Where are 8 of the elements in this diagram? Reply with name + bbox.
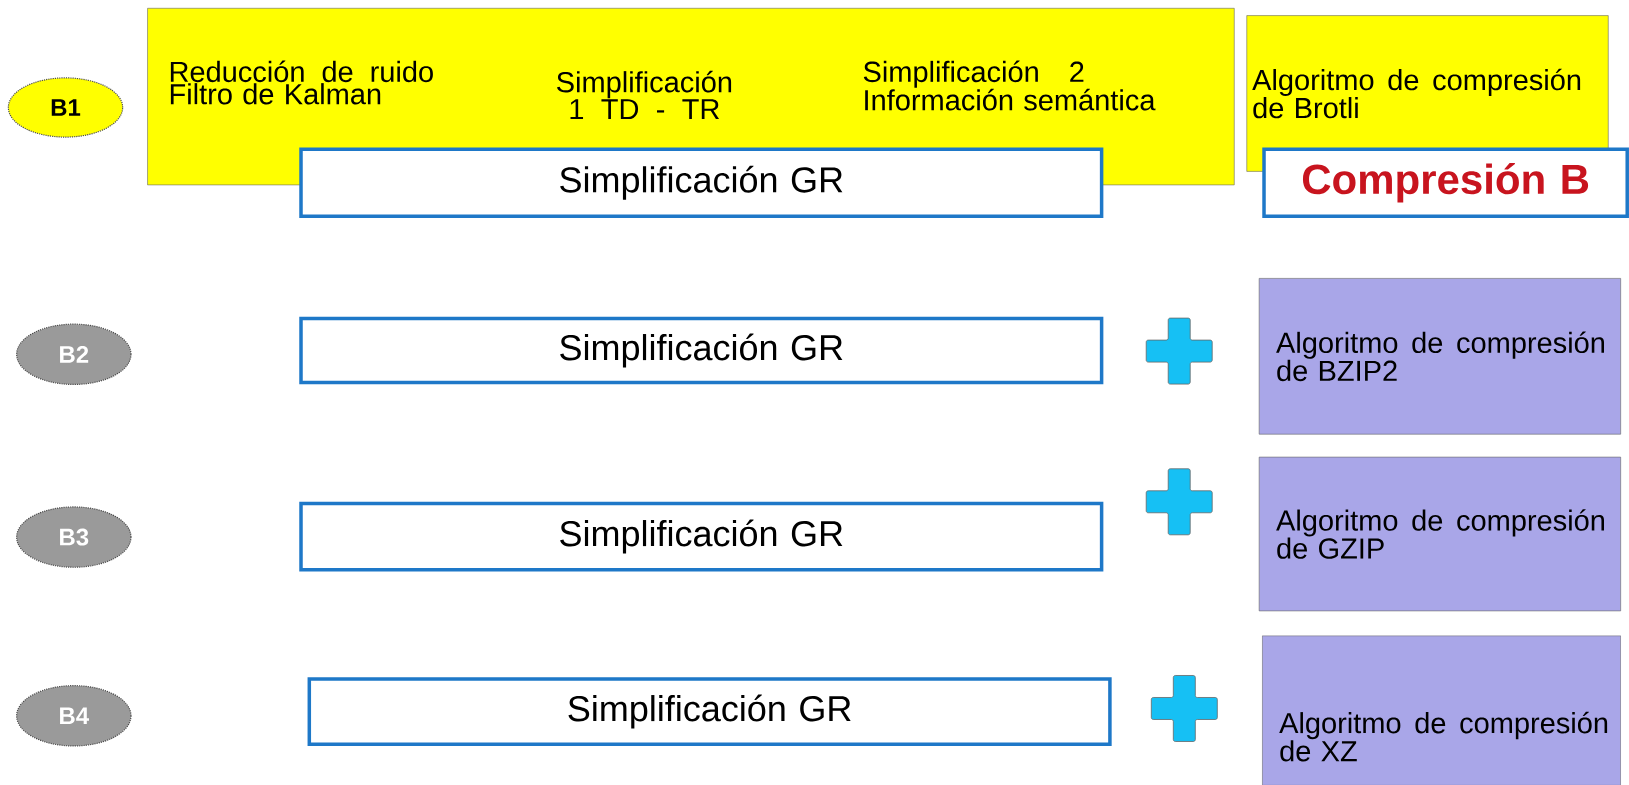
process-box: Simplificación GR	[299, 147, 1104, 219]
algorithm-box: Algoritmo de compresión de GZIP	[1258, 456, 1621, 612]
algorithm-box: Algoritmo de compresión de XZ	[1262, 635, 1621, 785]
process-box: Simplificación GR	[307, 677, 1112, 746]
algorithm-box: Algoritmo de compresión de BZIP2	[1258, 278, 1621, 435]
process-box: Compresión B	[1262, 147, 1629, 219]
process-box: Simplificación GR	[299, 501, 1104, 572]
process-box: Simplificación GR	[299, 316, 1104, 385]
